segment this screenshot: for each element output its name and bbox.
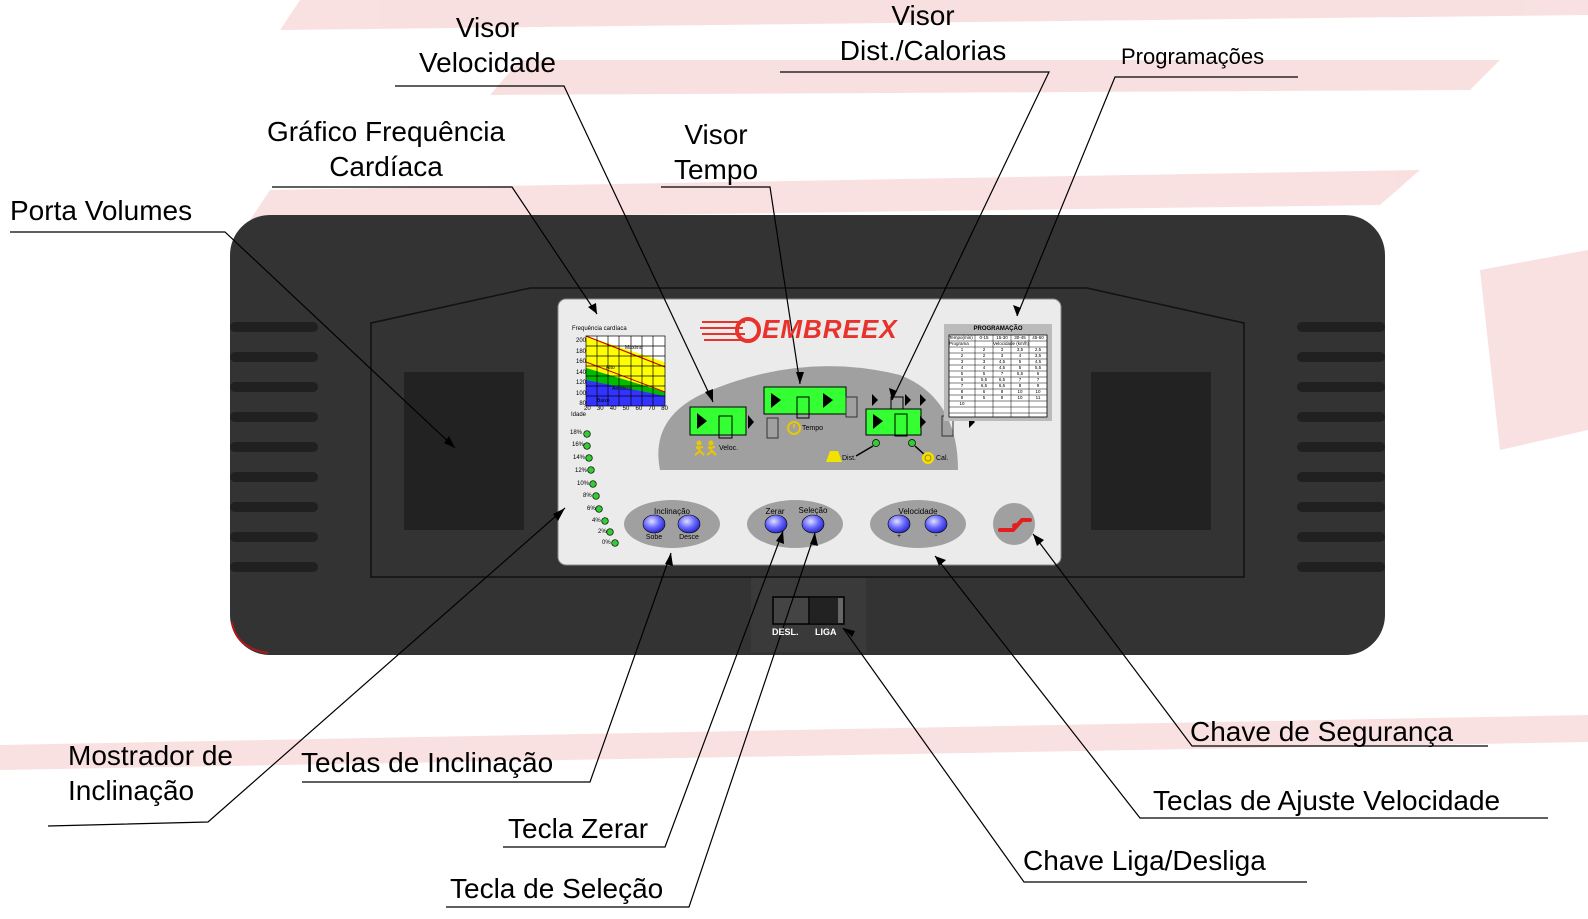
hr-chart-title: Frequência cardíaca [572, 326, 627, 332]
vent-right [1297, 322, 1385, 572]
incline-up-label: Sobe [645, 534, 663, 541]
callout-teclas-inclinacao: Teclas de Inclinação [301, 747, 554, 778]
speed-down-button[interactable] [924, 514, 948, 534]
cal-label: Cal. [936, 455, 949, 462]
incline-down-button[interactable] [677, 514, 701, 534]
vent-left [230, 322, 318, 572]
callout-programacoes: Programações [1121, 44, 1265, 69]
select-button-label: Seleção [798, 506, 828, 515]
housing-corner-accent [231, 621, 269, 654]
speed-display-label: Veloc. [719, 445, 739, 452]
incline-up-button[interactable] [642, 514, 666, 534]
callout-tecla-zerar: Tecla Zerar [508, 813, 649, 844]
switch-off-label: DESL. [772, 627, 799, 637]
safety-key-icon[interactable] [998, 518, 1032, 532]
zero-button-label: Zerar [765, 507, 785, 516]
speed-down-label: - [934, 533, 938, 540]
incline-down-label: Desce [679, 534, 699, 541]
arrowheads [444, 303, 1044, 637]
dist-label: Dist. [842, 455, 856, 462]
callout-visor-tempo: Visor Tempo [673, 119, 759, 185]
clock-icon [787, 421, 801, 435]
cup-holder-right [1091, 372, 1211, 530]
callout-visor-dist-calorias: Visor Dist./Calorias [839, 0, 1007, 66]
time-display-label: Tempo [802, 425, 824, 432]
speed-pod-title: Velocidade [898, 507, 938, 516]
switch-on-label: LIGA [815, 627, 837, 637]
table-row: 10 [959, 401, 965, 406]
background-watermark [0, 0, 1588, 770]
speed-up-label: + [896, 533, 902, 540]
callout-teclas-ajuste-velocidade: Teclas de Ajuste Velocidade [1153, 785, 1501, 816]
callout-grafico-frequencia: Gráfico Frequência Cardíaca [266, 116, 506, 182]
cup-holder-left [404, 372, 524, 530]
hr-zone-low: Baixo [597, 398, 610, 404]
hr-zone-max: Máximo [625, 345, 643, 351]
hr-chart-y-ticks: 200 180 160 140 120 100 80 [575, 338, 586, 407]
callout-porta-volumes: Porta Volumes [10, 195, 193, 226]
incline-leds [583, 430, 619, 547]
runner-icon [694, 440, 717, 456]
callout-chave-seguranca: Chave de Segurança [1190, 716, 1454, 747]
callout-tecla-selecao: Tecla de Seleção [450, 873, 664, 904]
road-icon [826, 451, 842, 462]
zero-select-button-pod [747, 500, 843, 548]
program-table-frame [944, 324, 1052, 421]
callout-visor-velocidade: Visor Velocidade [418, 12, 556, 78]
select-button[interactable] [801, 514, 825, 534]
hr-chart-x-label: Idade [571, 412, 587, 418]
speed-up-button[interactable] [887, 514, 911, 534]
incline-pod-title: Inclinação [653, 507, 691, 516]
incline-button-pod [624, 500, 720, 548]
program-table-title: PROGRAMAÇÃO [973, 326, 1023, 332]
leader-lines [10, 71, 1548, 908]
brand-logo: EMBREEX [762, 314, 898, 344]
brand-logo-icon [700, 317, 761, 343]
callout-mostrador-inclinacao: Mostrador de Inclinação [68, 740, 233, 806]
incline-level-labels: 18% 16% 14% 12% 10% 8% 6% 4% 2% 0% [570, 430, 611, 546]
speed-button-pod [870, 500, 966, 548]
callout-chave-liga-desliga: Chave Liga/Desliga [1023, 845, 1266, 876]
hr-chart-grid [585, 335, 666, 407]
hr-zone-aerobic: Aeróbico [612, 386, 632, 392]
calorie-icon [922, 452, 934, 464]
zero-button[interactable] [764, 514, 788, 534]
hr-zone-high: Alto [606, 365, 615, 371]
